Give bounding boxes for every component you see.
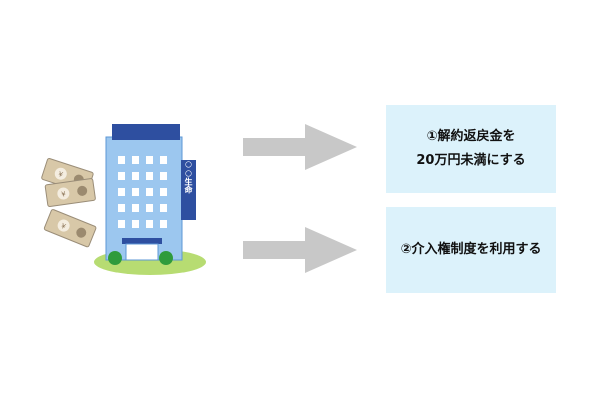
right-arrow-bottom-icon [243, 225, 358, 275]
option-box-1: ①解約返戻金を 20万円未満にする [386, 105, 556, 193]
company-sign-text: ○○○生命 [183, 151, 193, 195]
company-sign [181, 160, 196, 220]
building-entrance-canopy [122, 238, 162, 244]
banknote-2: ¥ [44, 178, 96, 208]
bush-left [108, 251, 122, 265]
right-arrow-top-icon [243, 122, 358, 172]
option-box-2: ②介入権制度を利用する [386, 207, 556, 293]
option-1-line-1: ①解約返戻金を [426, 129, 516, 144]
option-1-line-2: 20万円未満にする [416, 153, 526, 168]
insurance-illustration: ○○○生命 ¥ ¥ ¥ [40, 112, 230, 282]
svg-text:¥: ¥ [61, 190, 67, 199]
option-2-line-1: ②介入権制度を利用する [400, 242, 542, 257]
building-roof [112, 124, 180, 140]
building-entrance [125, 243, 159, 261]
svg-text:¥: ¥ [57, 170, 64, 179]
banknote-3: ¥ [43, 209, 97, 248]
building-windows [118, 156, 167, 228]
bush-right [159, 251, 173, 265]
svg-text:¥: ¥ [60, 222, 68, 231]
office-building-with-cash-image: ○○○生命 ¥ ¥ ¥ [41, 124, 206, 275]
